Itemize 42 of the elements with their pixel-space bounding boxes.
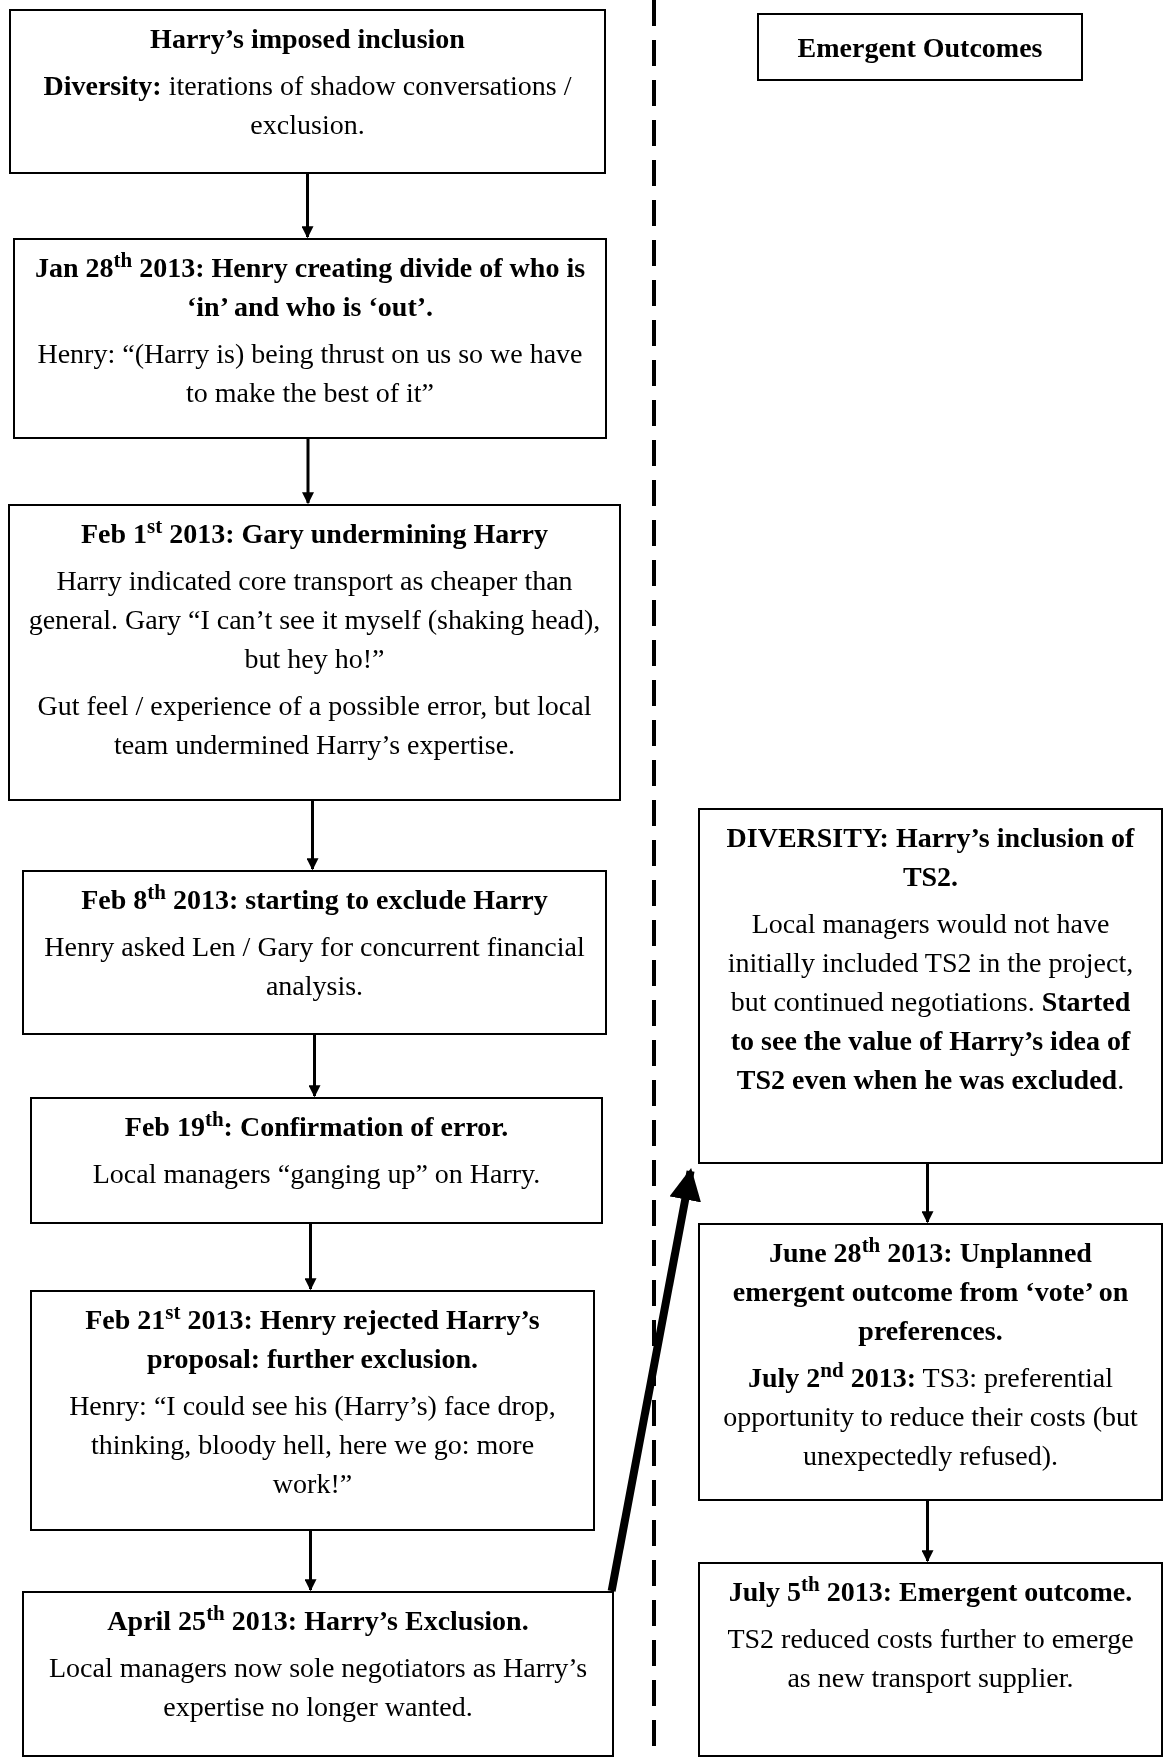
box-heading: Jan 28$^{th}$ 2013: Henry creating divide of who is ‘in’ and who is ‘out’. <box>33 248 587 324</box>
event-box <box>22 870 607 1035</box>
arrow <box>302 439 314 505</box>
box-text: Harry indicated core transport as cheaper than general. Gary “I can’t see it myself (shaking head), but hey ho!” <box>27 564 602 676</box>
event-box <box>22 1591 614 1757</box>
box-text: Henry: “(Harry is) being thrust on us so we have to make the best of it” <box>36 337 584 410</box>
box-heading: Feb 19$^{th}$: Confirmation of error. <box>124 1107 509 1144</box>
box-text: July 2$^{nd}$ 2013: TS3: preferential opportunity to reduce their costs (but unexpectedly refused). <box>722 1358 1139 1473</box>
arrow <box>304 1224 317 1291</box>
arrow <box>304 1531 317 1592</box>
box-heading: July 5$^{th}$ 2013: Emergent outcome. <box>728 1572 1133 1609</box>
event-box <box>698 1223 1163 1501</box>
event-box <box>757 13 1083 81</box>
arrow <box>921 1164 934 1224</box>
arrow <box>301 174 314 239</box>
box-heading: Feb 8$^{th}$ 2013: starting to exclude Harry <box>81 880 548 917</box>
event-box <box>30 1097 603 1224</box>
box-text: Henry asked Len / Gary for concurrent financial analysis. <box>43 930 586 1003</box>
box-heading: Harry’s imposed inclusion <box>150 22 465 56</box>
box-text: Local managers “ganging up” on Harry. <box>92 1157 541 1191</box>
box-heading: Feb 21$^{st}$ 2013: Henry rejected Harry’s proposal: further exclusion. <box>84 1300 541 1376</box>
box-heading: June 28$^{th}$ 2013: Unplanned emergent outcome from ‘vote’ on preferences. <box>731 1233 1130 1348</box>
event-box <box>30 1290 595 1531</box>
arrow <box>308 1035 321 1098</box>
box-heading: DIVERSITY: Harry’s inclusion of TS2. <box>725 821 1136 894</box>
event-box <box>698 1562 1163 1757</box>
event-box <box>9 9 606 174</box>
box-text: Henry: “I could see his (Harry’s) face drop, thinking, bloody hell, here we go: more work!” <box>68 1389 557 1501</box>
arrow <box>607 1168 701 1592</box>
event-box <box>13 238 607 439</box>
box-text: Local managers would not have initially included TS2 in the project, but continued negotiations. Started to see the value of Harry’s idea of TS2 even when he was excluded. <box>726 907 1135 1097</box>
box-text: Gut feel / experience of a possible error, but local team undermined Harry’s expertise. <box>36 689 593 762</box>
arrow <box>306 801 319 871</box>
box-text: TS2 reduced costs further to emerge as new transport supplier. <box>726 1622 1135 1695</box>
box-heading: Feb 1$^{st}$ 2013: Gary undermining Harry <box>80 514 548 551</box>
event-box <box>698 808 1163 1164</box>
arrow <box>921 1501 934 1563</box>
event-box <box>8 504 621 801</box>
box-heading: Emergent Outcomes <box>797 30 1043 65</box>
box-heading: April 25$^{th}$ 2013: Harry’s Exclusion. <box>107 1601 529 1638</box>
box-text: Local managers now sole negotiators as Harry’s expertise no longer wanted. <box>47 1651 589 1724</box>
box-text: Diversity: iterations of shadow conversations / exclusion. <box>42 69 573 142</box>
